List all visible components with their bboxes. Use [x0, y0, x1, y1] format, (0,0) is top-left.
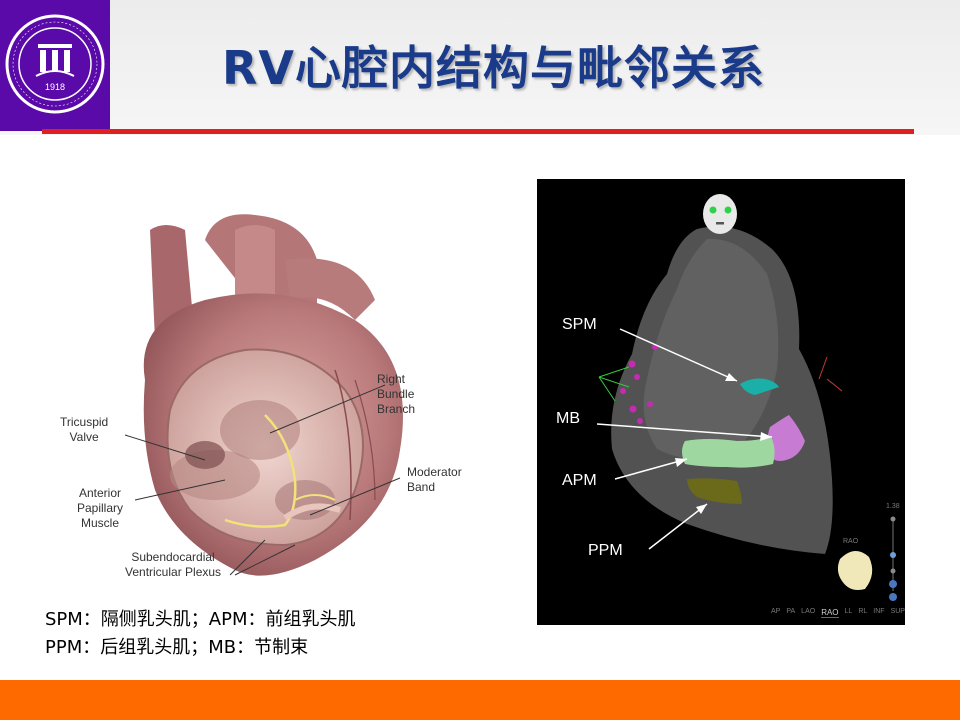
label-line: Branch — [377, 402, 416, 416]
label-line: Papillary — [77, 501, 124, 515]
view-inf[interactable]: INF — [873, 608, 885, 615]
label-line: Valve — [69, 430, 99, 444]
map-render — [596, 194, 897, 601]
bottom-accent-bar — [0, 680, 960, 720]
caption-line-2: PPM：后组乳头肌；MB：节制束 — [45, 637, 309, 658]
university-logo: 1918 — [0, 0, 110, 131]
label-line: Band — [407, 480, 436, 494]
title-underline — [42, 129, 914, 134]
view-lao[interactable]: LAO — [801, 608, 816, 615]
map-label-apm: APM — [562, 472, 597, 489]
label-line: Moderator — [407, 465, 462, 479]
slide-title: RV心腔内结构与毗邻关系 — [222, 41, 766, 95]
view-selector: AP PA LAO RAO LL RL INF SUP — [771, 608, 905, 618]
label-line: Subendocardial — [131, 550, 215, 564]
label-anterior-papillary-muscle: Anterior Papillary Muscle — [77, 486, 123, 531]
label-line: Muscle — [81, 516, 120, 530]
scale-value: 1.38 — [886, 503, 900, 510]
logo-seal-icon: 1918 — [5, 14, 105, 114]
label-line: Tricuspid — [60, 415, 109, 429]
header-band — [0, 0, 960, 135]
view-ll[interactable]: LL — [844, 608, 853, 615]
view-ap[interactable]: AP — [771, 608, 781, 615]
label-line: Bundle — [377, 387, 415, 401]
label-line: Ventricular Plexus — [125, 565, 222, 579]
label-tricuspid-valve: Tricuspid Valve — [60, 415, 108, 445]
view-rao[interactable]: RAO — [821, 608, 839, 618]
map-label-spm: SPM — [562, 316, 597, 333]
map-label-mb: MB — [556, 410, 580, 427]
view-rl[interactable]: RL — [858, 608, 868, 615]
heart-drawing — [124, 214, 403, 576]
orientation-label: RAO — [843, 538, 859, 545]
map-label-ppm: PPM — [588, 542, 623, 559]
heart-anatomy-illustration: Right Bundle Branch Tricuspid Valve Mode… — [55, 200, 485, 590]
label-subendocardial-plexus: Subendocardial Ventricular Plexus — [125, 550, 221, 580]
label-right-bundle-branch: Right Bundle Branch — [377, 372, 415, 417]
view-pa[interactable]: PA — [786, 608, 796, 615]
electroanatomic-map-panel: SPM MB APM PPM 1.38 RAO AP PA LAO RAO LL… — [537, 179, 905, 625]
label-moderator-band: Moderator Band — [407, 465, 462, 495]
caption-line-1: SPM：隔侧乳头肌；APM：前组乳头肌 — [45, 609, 356, 630]
label-line: Anterior — [79, 486, 122, 500]
label-line: Right — [377, 372, 406, 386]
view-sup[interactable]: SUP — [890, 608, 905, 615]
logo-year: 1918 — [45, 82, 65, 92]
